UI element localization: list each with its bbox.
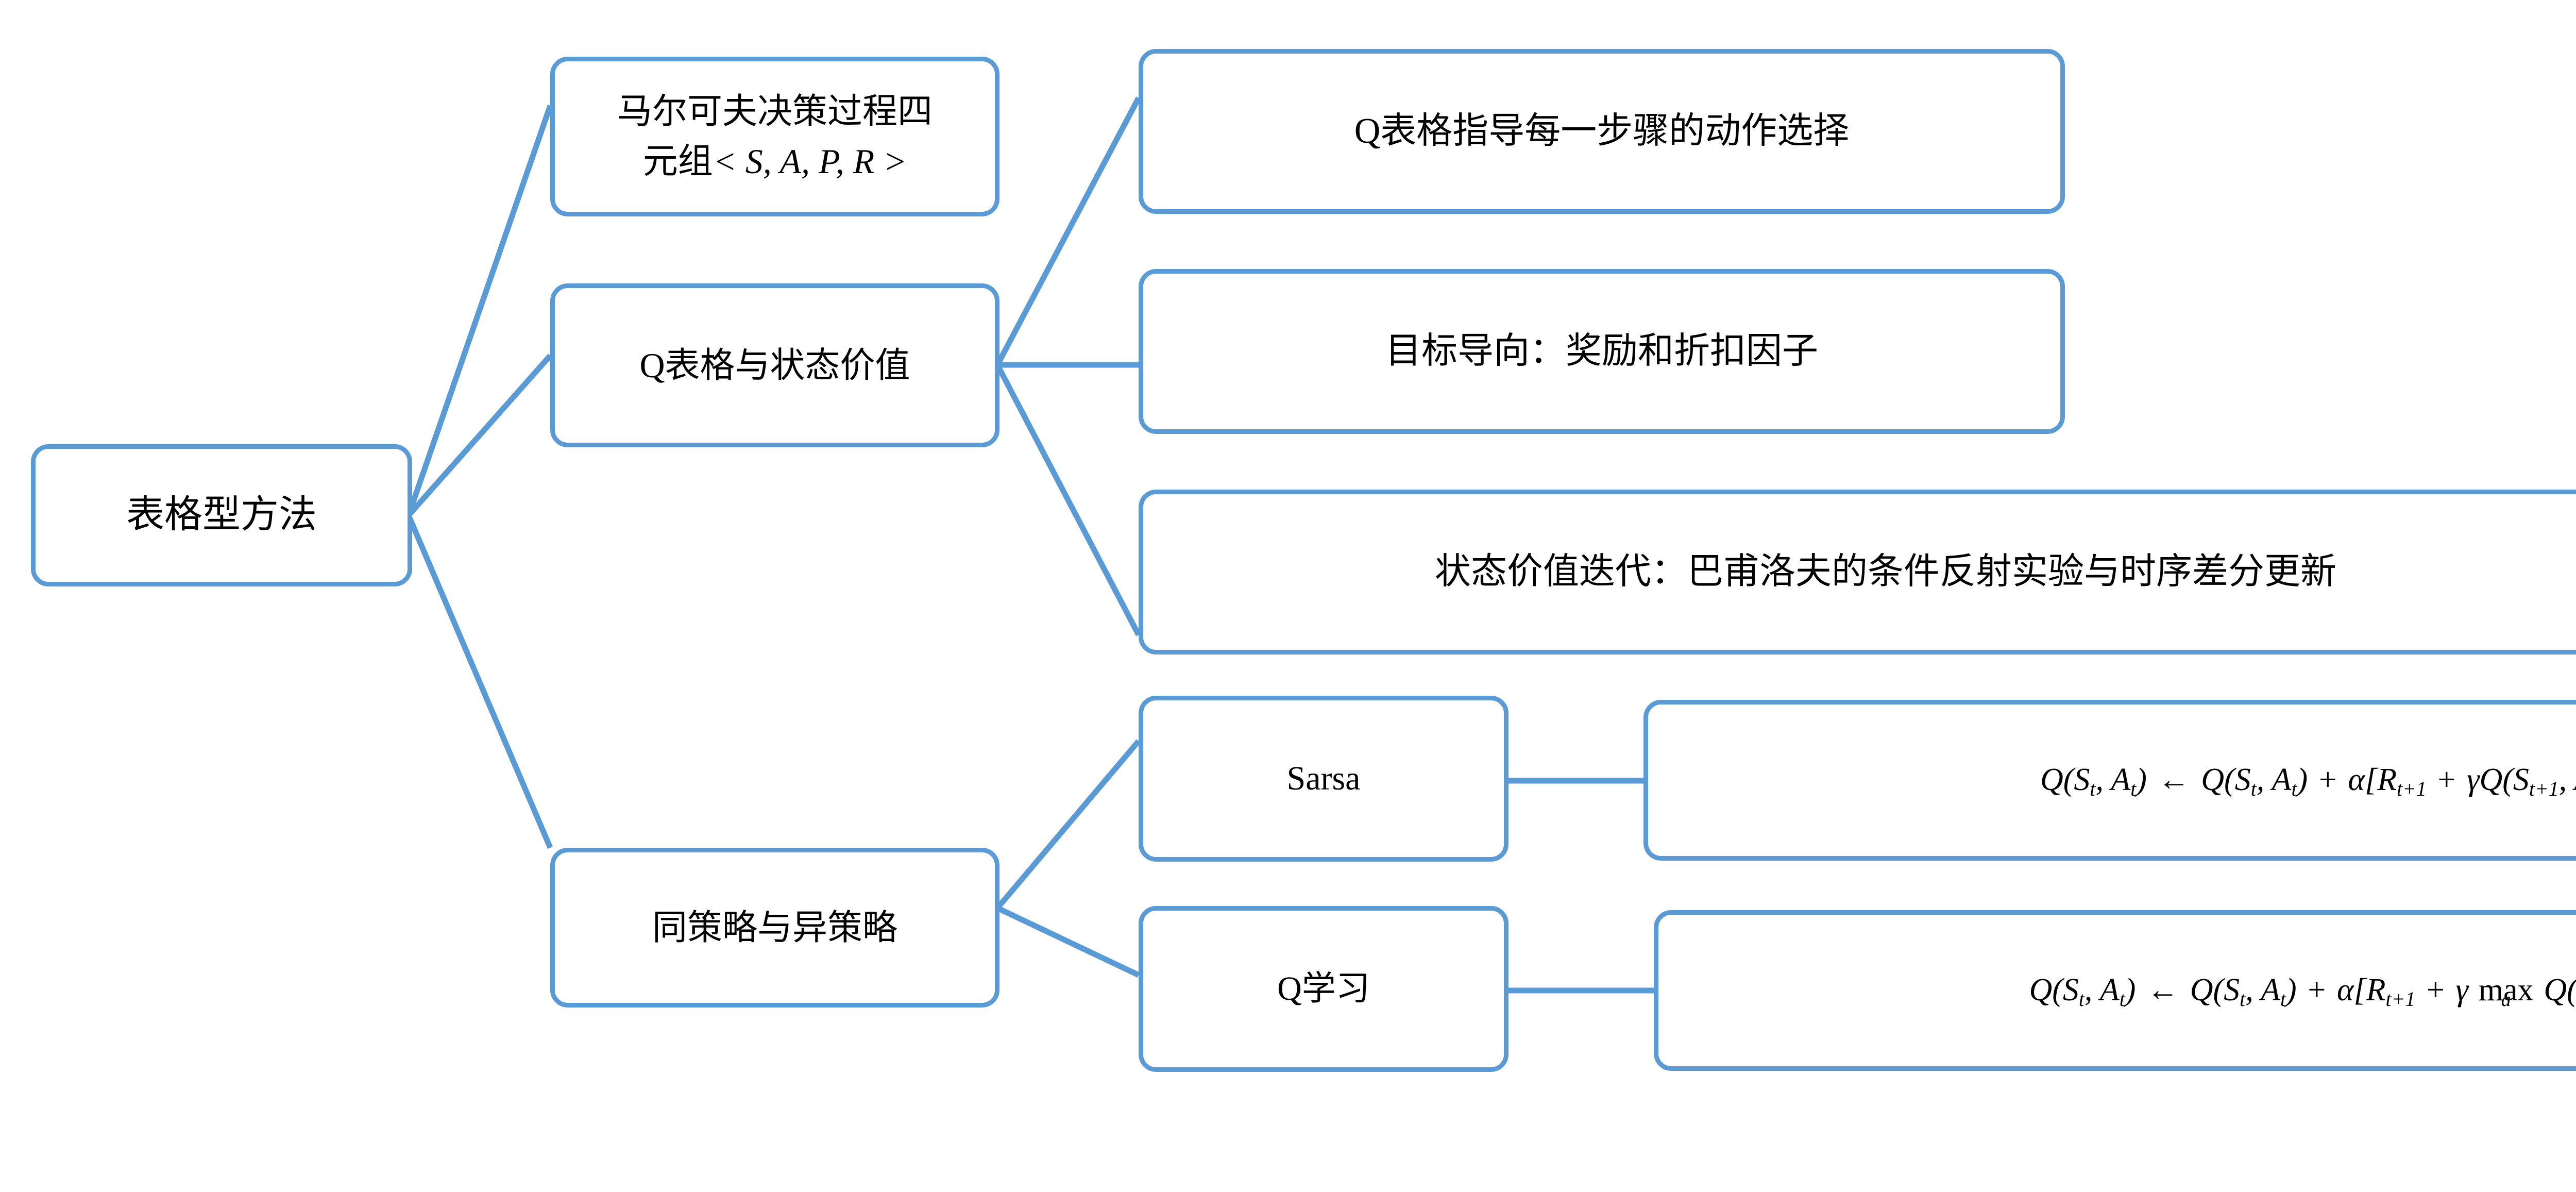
- node-qlearning-label: Q学习: [1277, 970, 1370, 1008]
- node-qtable-label: Q表格与状态价值: [639, 345, 910, 385]
- sarsa-formula-text: Q(St, At) ← Q(St, At) + α[Rt+1 + γQ(St+1…: [2040, 762, 2576, 800]
- link-qtable-to-child3: [995, 363, 1141, 636]
- node-mdp-line2-prefix: 元组: [642, 142, 713, 181]
- node-mdp-line1: 马尔可夫决策过程四: [617, 92, 933, 131]
- node-sarsa-formula[interactable]: Q(St, At) ← Q(St, At) + α[Rt+1 + γQ(St+1…: [1643, 700, 2576, 861]
- node-policy-label: 同策略与异策略: [652, 908, 897, 947]
- node-sarsa[interactable]: Sarsa: [1139, 696, 1509, 862]
- link-qtable-to-child1: [995, 96, 1141, 366]
- node-root-label: 表格型方法: [126, 494, 317, 536]
- link-root-to-mdp: [405, 105, 553, 516]
- node-qtable-child-3[interactable]: 状态价值迭代：巴甫洛夫的条件反射实验与时序差分更新: [1139, 490, 2576, 654]
- node-qtable-child-1-label: Q表格指导每一步骤的动作选择: [1354, 111, 1850, 152]
- node-qtable-child-3-label: 状态价值迭代：巴甫洛夫的条件反射实验与时序差分更新: [1435, 552, 2336, 592]
- node-policy[interactable]: 同策略与异策略: [550, 848, 999, 1008]
- node-qtable-child-2[interactable]: 目标导向：奖励和折扣因子: [1139, 269, 2065, 434]
- node-qlearning[interactable]: Q学习: [1139, 906, 1509, 1072]
- node-qtable-child-1[interactable]: Q表格指导每一步骤的动作选择: [1139, 49, 2065, 214]
- node-qtable[interactable]: Q表格与状态价值: [550, 283, 999, 447]
- link-policy-to-sarsa: [995, 739, 1141, 910]
- link-policy-to-qlearn: [996, 905, 1140, 978]
- node-mdp[interactable]: 马尔可夫决策过程四 元组< S, A, P, R >: [550, 57, 999, 216]
- link-root-to-qtable: [406, 354, 553, 517]
- link-root-to-policy: [405, 514, 553, 849]
- node-mdp-label: 马尔可夫决策过程四 元组< S, A, P, R >: [564, 87, 986, 186]
- node-sarsa-label: Sarsa: [1286, 760, 1361, 798]
- node-qtable-child-2-label: 目标导向：奖励和折扣因子: [1385, 331, 1818, 372]
- node-mdp-line2-tuple: < S, A, P, R >: [713, 142, 907, 181]
- node-root[interactable]: 表格型方法: [31, 444, 412, 586]
